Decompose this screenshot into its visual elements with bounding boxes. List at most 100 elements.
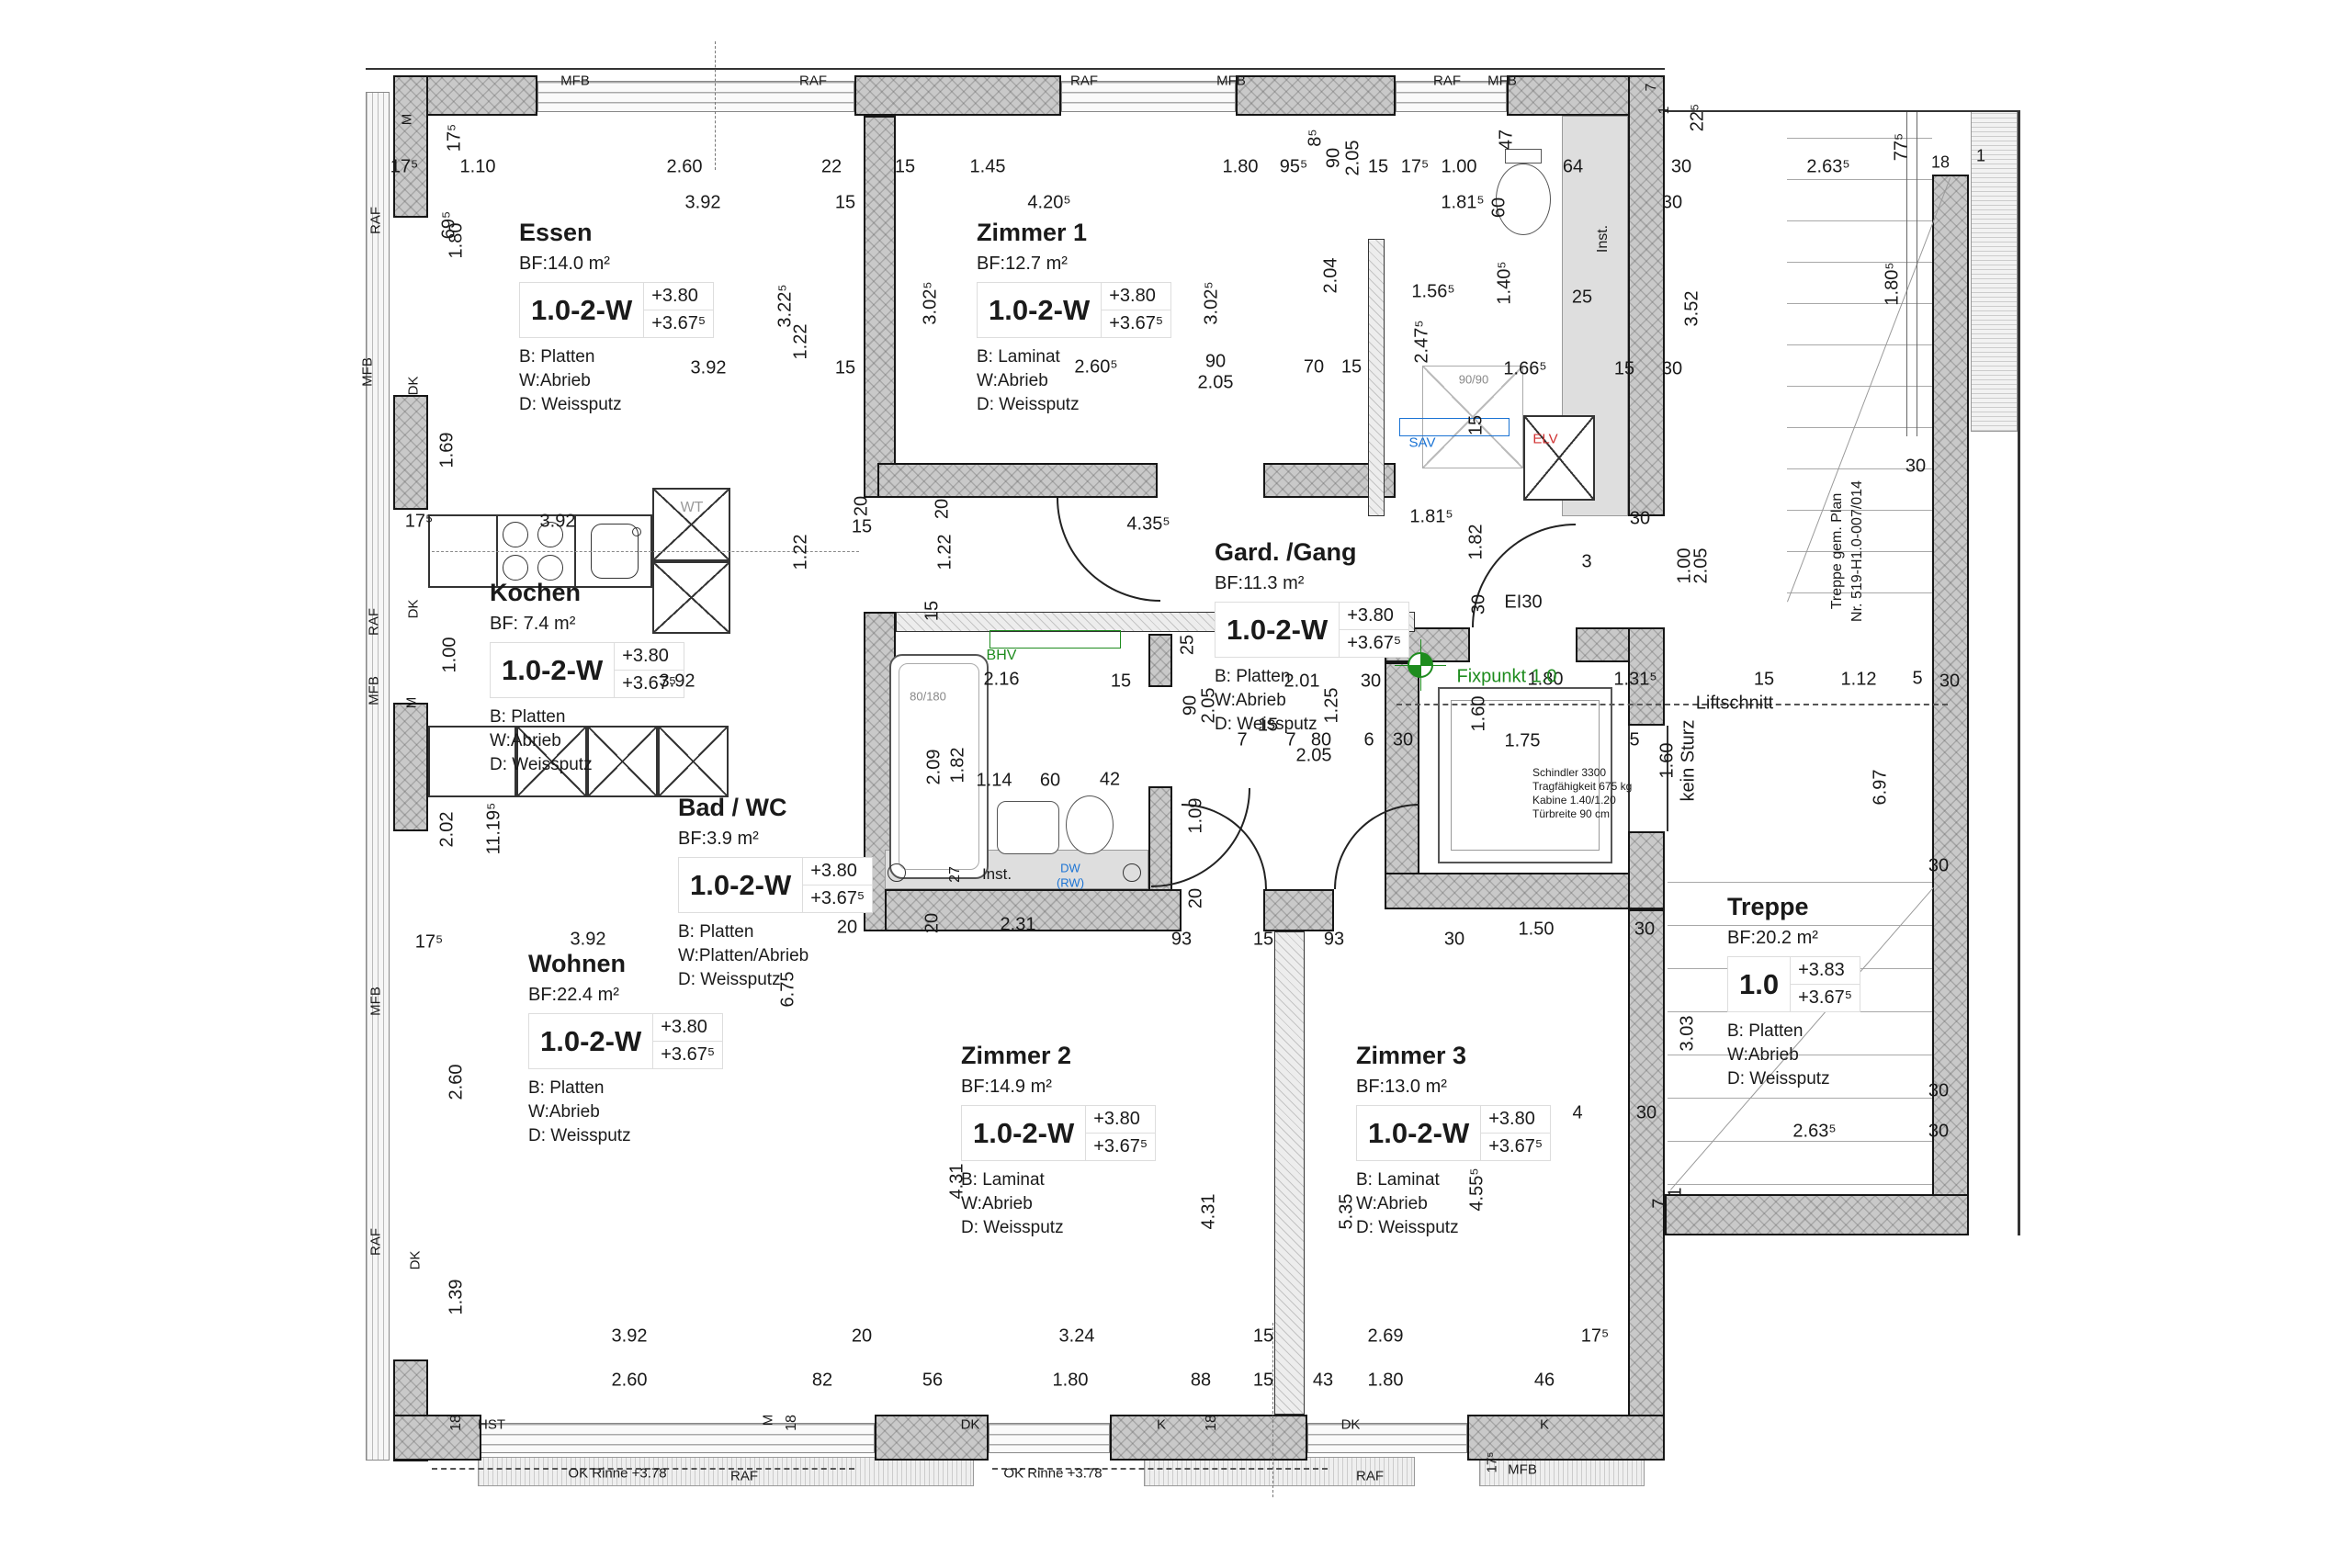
dim-label: 1.22 <box>790 534 811 570</box>
dim-label: 88 <box>1190 1370 1212 1391</box>
dim-label: K <box>1539 1416 1550 1433</box>
wall-right-lower <box>1628 909 1665 1419</box>
dim-label: 30 <box>1443 929 1465 950</box>
dim-label: DK <box>405 376 422 396</box>
room-title: Zimmer 2 <box>961 1042 1072 1069</box>
window-strip-left <box>366 92 390 1461</box>
level-upper: +3.80 <box>1102 283 1171 310</box>
room-code-box: 1.0-2-W +3.80+3.67⁵ <box>961 1105 1157 1161</box>
dim-label: 5 <box>1629 729 1640 750</box>
dim-label: 4.31 <box>946 1163 967 1200</box>
dim-label: 1.82 <box>947 747 968 784</box>
dim-label: 93 <box>1323 929 1345 950</box>
dim-label: DK <box>1340 1416 1361 1433</box>
room-code-box: 1.0-2-W +3.80+3.67⁵ <box>1215 602 1410 658</box>
dim-label: 3.92 <box>690 357 727 378</box>
dim-label: 80 <box>1310 729 1332 750</box>
dim-label: 7 <box>1644 83 1659 92</box>
dim-label: 15 <box>1340 356 1363 378</box>
wall <box>854 75 1061 116</box>
dim-label: 30 <box>1634 919 1656 940</box>
axis-line <box>715 41 716 170</box>
dim-label: 46 <box>1533 1370 1555 1391</box>
dim-label: 1.81⁵ <box>1409 506 1453 527</box>
unit-code: 1.0-2-W <box>1368 1116 1470 1149</box>
dim-label: Liftschnitt <box>1695 693 1774 714</box>
dim-label: 2.47⁵ <box>1411 320 1432 364</box>
dim-label: 25 <box>1571 287 1593 308</box>
room-area: BF: 7.4 m² <box>490 614 576 634</box>
drawing-right-edge <box>2018 110 2020 1235</box>
dim-label: 20 <box>922 912 943 934</box>
stair-railing <box>1906 112 1917 436</box>
window-bottom-zimmer2 <box>989 1423 1110 1453</box>
room-title: Kochen <box>490 579 582 606</box>
wardrobe <box>516 726 587 797</box>
level-lower: +3.67⁵ <box>651 313 707 333</box>
dim-label: 15 <box>1252 1325 1274 1347</box>
room-treppe: Treppe BF:20.2 m² 1.0 +3.83+3.67⁵ B: Pla… <box>1727 893 1861 1092</box>
dim-label: RAF <box>368 1228 384 1256</box>
wall-door-stub <box>1263 889 1334 931</box>
dim-label: 15 <box>851 516 873 537</box>
dim-label: 15 <box>1367 156 1389 177</box>
finish-floor: B: Platten <box>1215 667 1291 686</box>
room-area: BF:14.0 m² <box>519 254 610 274</box>
sideboard <box>428 726 516 797</box>
dim-label: 2.05 <box>1342 140 1363 176</box>
dim-label: 82 <box>811 1370 833 1391</box>
level-lower: +3.67⁵ <box>1347 633 1402 653</box>
dim-label: 6.75 <box>777 971 798 1008</box>
window-bottom-wohnen <box>428 1423 875 1453</box>
wall-bad-right <box>1148 634 1172 687</box>
dim-label: 3.22⁵ <box>775 284 796 328</box>
room-code-box: 1.0-2-W +3.80+3.67⁵ <box>519 282 715 338</box>
dim-label: 15 <box>834 357 856 378</box>
wall-bottom <box>875 1415 989 1461</box>
dim-label: 2.31 <box>1000 914 1036 935</box>
dim-label: 15 <box>1252 1370 1274 1391</box>
raf-strip-bottom-2 <box>1144 1457 1415 1486</box>
dim-label: 2.60 <box>611 1370 648 1391</box>
dim-label: 2.09 <box>923 749 944 785</box>
stair-tread-line <box>1787 220 1932 221</box>
dim-label: 2.04 <box>1320 257 1341 294</box>
dim-label: 3.52 <box>1681 290 1702 327</box>
fixpunkt-marker <box>1395 639 1446 691</box>
dim-label: 1.75 <box>1504 730 1541 751</box>
dim-label: Kabine 1.40/1.20 <box>1532 794 1616 807</box>
ok-rinne-line <box>992 1468 1328 1470</box>
finish-wall: W:Abrieb <box>977 371 1048 391</box>
dim-label: RAF <box>799 73 827 89</box>
level-upper: +3.80 <box>615 643 684 671</box>
unit-code: 1.0-2-W <box>973 1116 1075 1149</box>
level-upper: +3.80 <box>803 858 873 886</box>
window-bottom-zimmer3 <box>1307 1423 1467 1453</box>
dim-label: 3.92 <box>684 192 721 213</box>
bad-sink <box>997 801 1059 854</box>
cooktop-burner <box>537 522 563 547</box>
finish-wall: W:Abrieb <box>961 1194 1033 1214</box>
dim-label: 18 <box>784 1415 799 1431</box>
dim-label: 3.92 <box>570 929 606 950</box>
finish-ceiling: D: Weissputz <box>961 1218 1064 1238</box>
dim-label: 30 <box>1928 1121 1950 1142</box>
bathtub-inner <box>899 663 979 870</box>
dim-label: WT <box>680 500 704 515</box>
bathtub <box>889 654 989 879</box>
dim-label: 1.22 <box>790 323 811 360</box>
room-title: Wohnen <box>528 950 626 977</box>
axis-line <box>1272 1323 1273 1497</box>
dim-label: 60 <box>1488 197 1510 219</box>
dim-label: 18 <box>448 1415 464 1431</box>
dim-label: 1.31⁵ <box>1613 669 1657 690</box>
dim-label: 1.80 <box>1052 1370 1089 1391</box>
room-area: BF:3.9 m² <box>678 829 759 849</box>
cooktop-burner <box>503 555 528 581</box>
toilet-tank <box>1505 149 1542 164</box>
cabinet-wt <box>652 561 730 634</box>
finish-wall: W:Abrieb <box>1215 691 1286 711</box>
dim-label: MFB <box>368 987 384 1016</box>
stair-tread-line <box>1668 1184 1932 1185</box>
dim-label: kein Sturz <box>1678 719 1699 802</box>
